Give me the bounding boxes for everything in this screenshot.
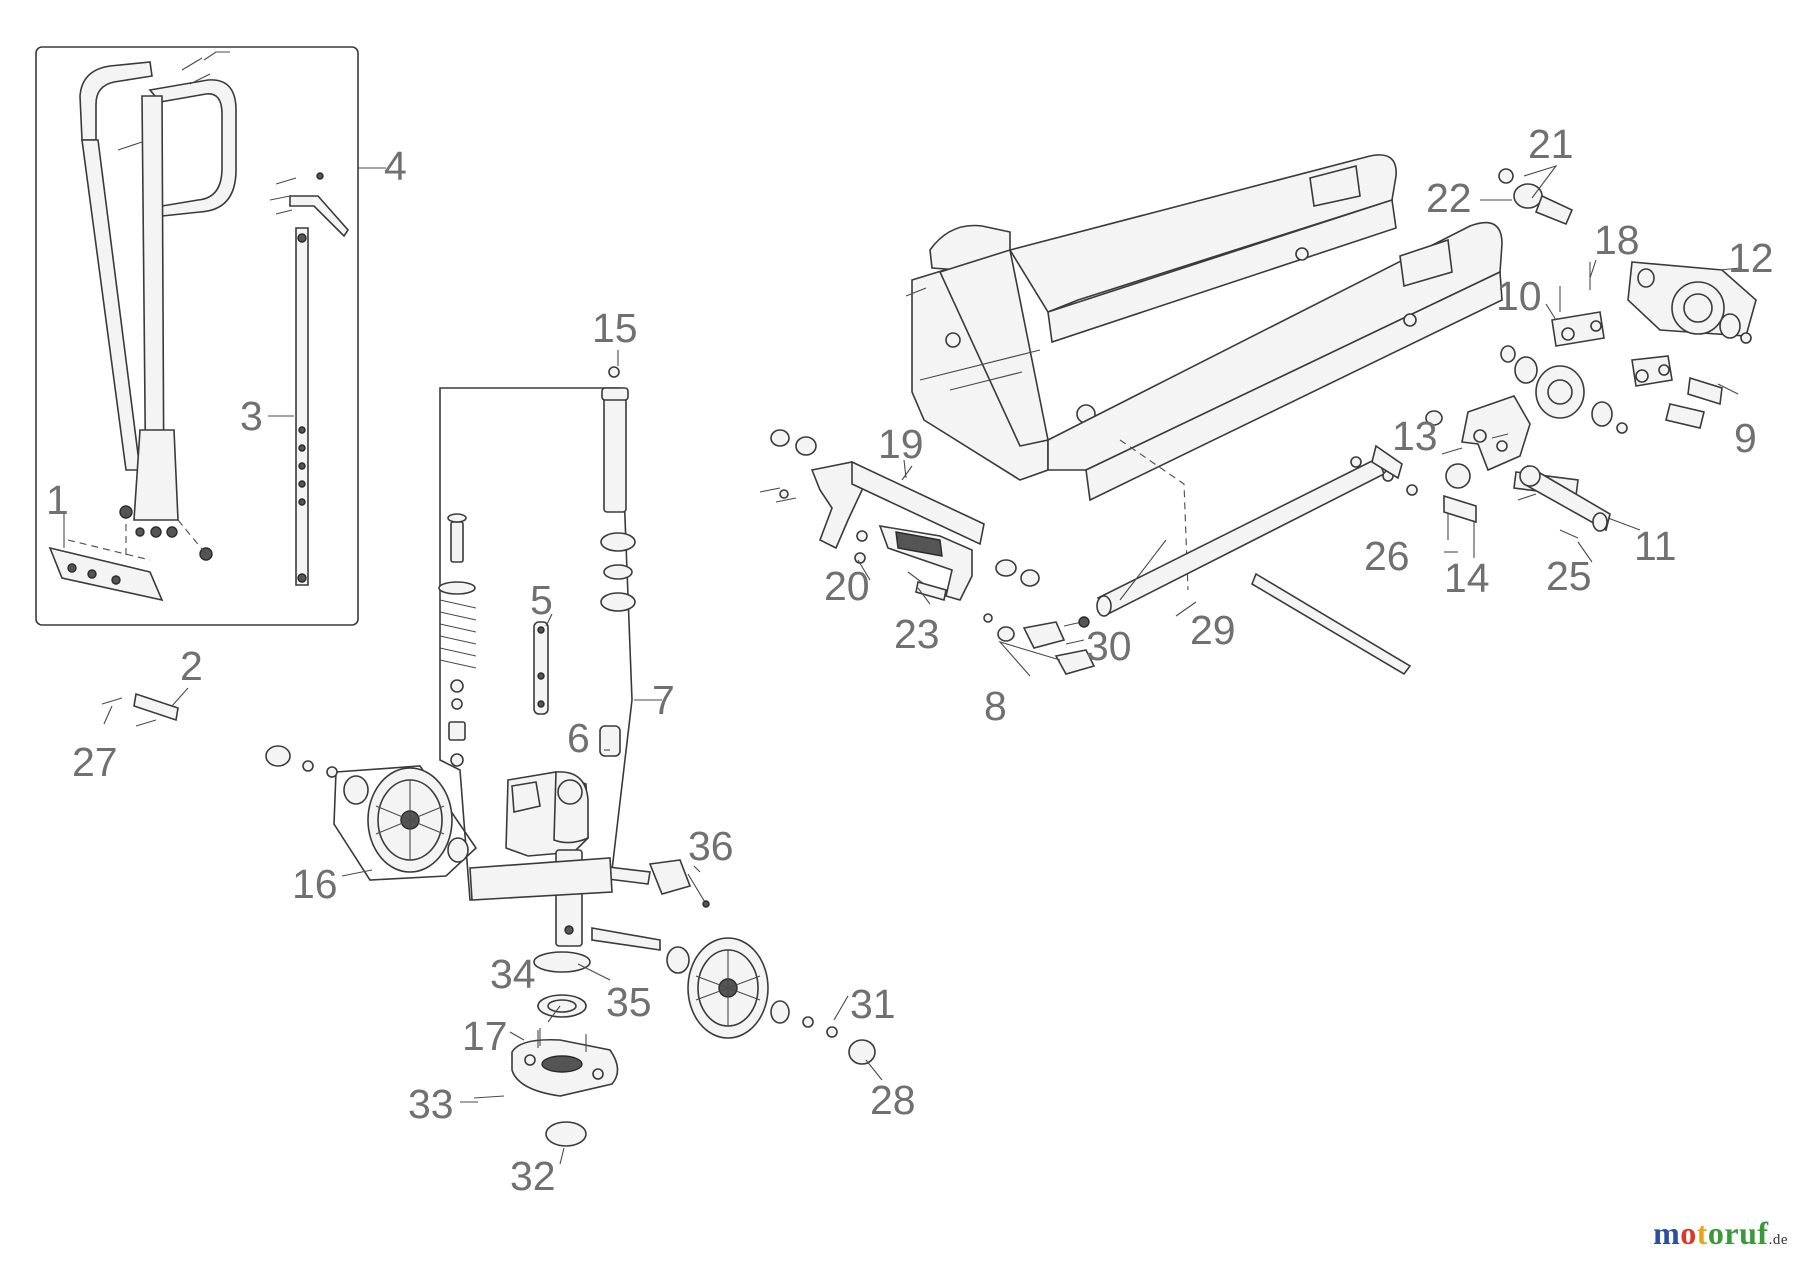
brand-logo-text: motoruf (1653, 1215, 1769, 1251)
callout-25: 25 (1546, 553, 1592, 599)
callout-9: 9 (1734, 415, 1757, 461)
callout-16: 16 (292, 861, 338, 907)
callout-labels: 1 2 3 4 5 6 7 8 9 10 11 12 13 14 15 16 1… (46, 121, 1774, 1199)
callout-6: 6 (567, 715, 590, 761)
callout-35: 35 (606, 979, 652, 1025)
callout-5: 5 (530, 577, 553, 623)
callout-21: 21 (1528, 121, 1574, 167)
callout-15: 15 (592, 305, 638, 351)
handle-assembly-group (35, 46, 359, 626)
callout-1: 1 (46, 477, 69, 523)
callout-11: 11 (1634, 523, 1677, 569)
callout-12: 12 (1728, 235, 1774, 281)
callout-30: 30 (1086, 623, 1132, 669)
callout-2: 2 (180, 643, 203, 689)
callout-7: 7 (652, 677, 675, 723)
leader-lines (63, 164, 1741, 1165)
brand-logo-domain: .de (1768, 1232, 1788, 1248)
steer-wheel-right (591, 927, 876, 1065)
callout-3: 3 (240, 393, 263, 439)
fork-frame (905, 154, 1503, 591)
callout-34: 34 (490, 951, 536, 997)
lifting-link-assembly (759, 429, 1040, 602)
callout-4: 4 (384, 143, 407, 189)
pin-assembly (101, 692, 179, 727)
load-roller-assembly (1425, 168, 1757, 548)
callout-14: 14 (1444, 555, 1490, 601)
callout-8: 8 (984, 683, 1007, 729)
callout-20: 20 (824, 563, 870, 609)
brand-logo: motoruf.de (1653, 1215, 1788, 1252)
callout-31: 31 (850, 981, 896, 1027)
callout-29: 29 (1190, 607, 1236, 653)
pump-assembly-group (438, 366, 710, 947)
callout-19: 19 (878, 421, 924, 467)
callout-28: 28 (870, 1077, 916, 1123)
callout-17: 17 (462, 1013, 508, 1059)
push-rod-assembly (1096, 444, 1418, 676)
adjuster-assembly (983, 613, 1096, 675)
callout-13: 13 (1392, 413, 1438, 459)
steer-wheel-left (265, 745, 478, 881)
callout-23: 23 (894, 611, 940, 657)
callout-26: 26 (1364, 533, 1410, 579)
callout-32: 32 (510, 1153, 556, 1199)
callout-36: 36 (688, 823, 734, 869)
frame-base-plate (469, 857, 613, 901)
callout-18: 18 (1594, 217, 1640, 263)
callout-33: 33 (408, 1081, 454, 1127)
callout-10: 10 (1496, 273, 1542, 319)
callout-22: 22 (1426, 175, 1472, 221)
steering-plate-assembly (473, 951, 619, 1147)
callout-27: 27 (72, 739, 118, 785)
